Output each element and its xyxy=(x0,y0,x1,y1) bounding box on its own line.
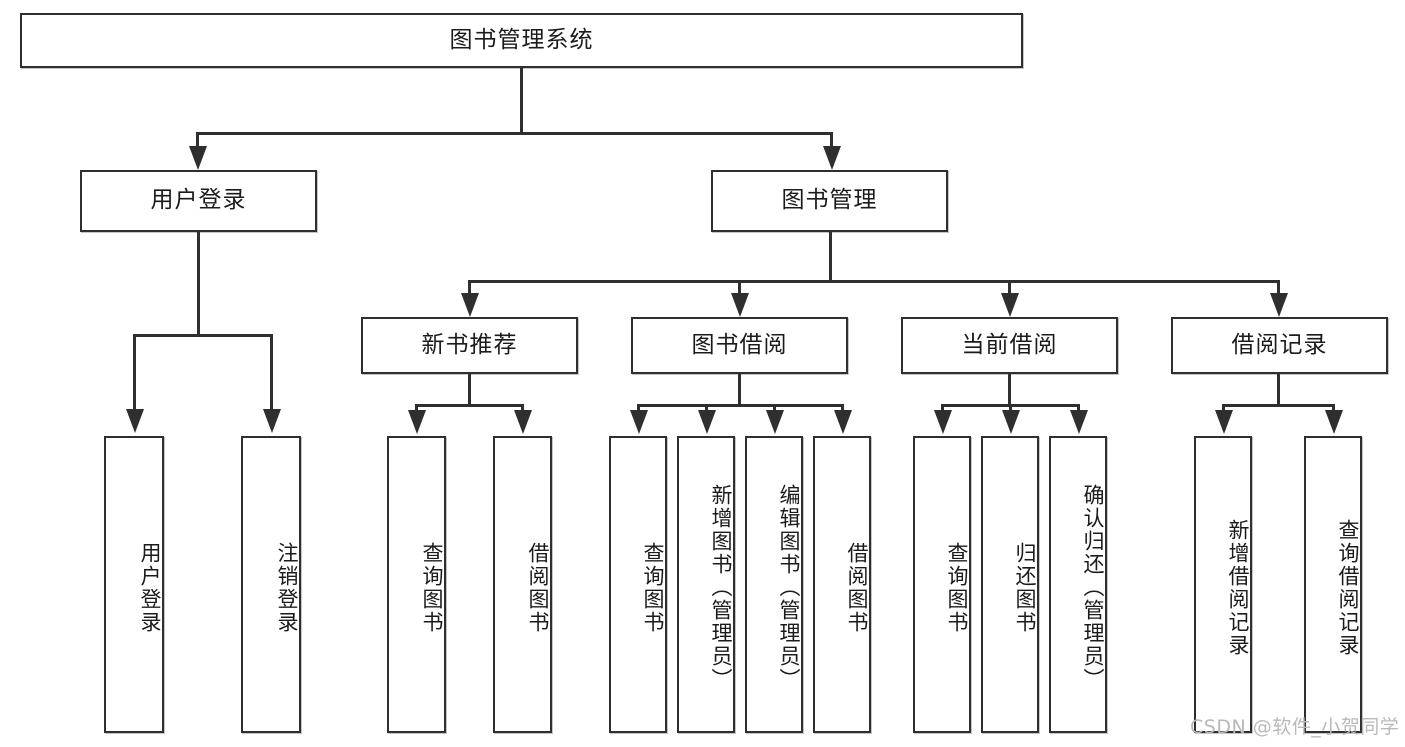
node-user-login[interactable]: 用户登录 xyxy=(80,170,317,232)
connector-level2-drop-current-borrow xyxy=(1008,280,1011,298)
node-leaf-add-record[interactable]: 新增借阅记录 xyxy=(1194,436,1252,733)
arrow-to-leaf-query-book-3 xyxy=(934,410,952,434)
node-label: 新书推荐 xyxy=(421,331,518,358)
node-leaf-query-book-2[interactable]: 查询图书 xyxy=(609,436,667,733)
arrow-to-leaf-user-logout xyxy=(263,409,281,433)
node-label: 确认归还（管理员） xyxy=(1081,484,1105,691)
arrow-to-leaf-return-book xyxy=(1002,410,1020,434)
arrow-to-leaf-edit-book xyxy=(766,410,784,434)
node-label: 借阅图书 xyxy=(526,541,550,634)
node-label: 用户登录 xyxy=(150,187,247,214)
connector-borrow-record-drop-1 xyxy=(1222,404,1225,414)
node-leaf-user-logout[interactable]: 注销登录 xyxy=(241,436,301,733)
node-label: 编辑图书（管理员） xyxy=(777,484,801,691)
node-leaf-edit-book[interactable]: 编辑图书（管理员） xyxy=(745,436,803,733)
node-label: 借阅记录 xyxy=(1231,331,1328,358)
connector-book-borrow-drop-3 xyxy=(773,404,776,414)
connector-user-login-bus xyxy=(133,334,273,337)
connector-level1-bus xyxy=(196,132,833,135)
connector-level2-drop-book-borrow xyxy=(738,280,741,298)
node-leaf-return-book[interactable]: 归还图书 xyxy=(981,436,1039,733)
node-label: 注销登录 xyxy=(275,541,299,634)
arrow-to-book-borrow xyxy=(731,293,749,317)
connector-current-borrow-drop-2 xyxy=(1009,404,1012,414)
connector-new-book-drop-1 xyxy=(415,404,418,414)
arrow-to-leaf-borrow-book-1 xyxy=(514,410,532,434)
node-label: 查询图书 xyxy=(641,541,665,634)
connector-user-login-drop-1 xyxy=(133,334,136,412)
node-label: 查询图书 xyxy=(945,541,969,634)
connector-current-borrow-drop-3 xyxy=(1077,404,1080,414)
node-leaf-query-book-1[interactable]: 查询图书 xyxy=(387,436,446,733)
connector-book-borrow-drop-1 xyxy=(637,404,640,414)
node-label: 当前借阅 xyxy=(961,331,1058,358)
connector-new-book-stem xyxy=(468,374,471,406)
node-label: 图书管理系统 xyxy=(449,26,594,53)
node-leaf-query-book-3[interactable]: 查询图书 xyxy=(913,436,971,733)
node-label: 新增借阅记录 xyxy=(1226,518,1250,657)
arrow-to-leaf-query-book-1 xyxy=(408,410,426,434)
node-label: 借阅图书 xyxy=(845,541,869,634)
node-book-management[interactable]: 图书管理 xyxy=(711,170,948,232)
node-label: 新增图书（管理员） xyxy=(709,484,733,691)
connector-new-book-bus xyxy=(415,404,523,407)
arrow-to-leaf-confirm-return xyxy=(1070,410,1088,434)
connector-book-borrow-drop-2 xyxy=(705,404,708,414)
arrow-to-leaf-add-book xyxy=(698,410,716,434)
arrow-to-leaf-borrow-book-2 xyxy=(834,410,852,434)
connector-current-borrow-stem xyxy=(1008,374,1011,406)
connector-level2-drop-borrow-record xyxy=(1277,280,1280,298)
arrow-to-book-manage xyxy=(823,146,841,170)
node-label: 用户登录 xyxy=(138,541,162,634)
connector-borrow-record-drop-2 xyxy=(1332,404,1335,414)
node-label: 归还图书 xyxy=(1013,541,1037,634)
arrow-to-leaf-user-login xyxy=(126,409,144,433)
connector-book-borrow-bus xyxy=(637,404,844,407)
connector-current-borrow-drop-1 xyxy=(941,404,944,414)
node-leaf-confirm-return[interactable]: 确认归还（管理员） xyxy=(1049,436,1107,733)
arrow-to-leaf-add-record xyxy=(1215,410,1233,434)
arrow-to-current-borrow xyxy=(1001,293,1019,317)
connector-borrow-record-stem xyxy=(1277,374,1280,406)
connector-root-stem xyxy=(520,68,523,134)
node-leaf-borrow-book-1[interactable]: 借阅图书 xyxy=(493,436,552,733)
connector-level1-drop-user-login xyxy=(196,132,199,150)
connector-user-login-drop-2 xyxy=(270,334,273,412)
node-label: 查询借阅记录 xyxy=(1336,518,1360,657)
node-leaf-borrow-book-2[interactable]: 借阅图书 xyxy=(813,436,871,733)
node-leaf-add-book[interactable]: 新增图书（管理员） xyxy=(677,436,735,733)
arrow-to-user-login xyxy=(189,146,207,170)
node-label: 图书管理 xyxy=(781,187,878,214)
arrow-to-leaf-query-book-2 xyxy=(630,410,648,434)
connector-book-manage-stem xyxy=(829,232,832,282)
arrow-to-leaf-query-record xyxy=(1325,410,1343,434)
node-root-book-management-system[interactable]: 图书管理系统 xyxy=(20,13,1023,68)
connector-book-borrow-drop-4 xyxy=(841,404,844,414)
arrow-to-new-book-recommend xyxy=(461,293,479,317)
node-current-borrow[interactable]: 当前借阅 xyxy=(901,317,1118,374)
node-book-borrow[interactable]: 图书借阅 xyxy=(631,317,848,374)
node-leaf-user-login[interactable]: 用户登录 xyxy=(104,436,164,733)
connector-book-borrow-stem xyxy=(738,374,741,406)
node-leaf-query-record[interactable]: 查询借阅记录 xyxy=(1304,436,1362,733)
connector-user-login-stem xyxy=(197,232,200,336)
node-label: 图书借阅 xyxy=(691,331,788,358)
connector-borrow-record-bus xyxy=(1222,404,1334,407)
node-new-book-recommend[interactable]: 新书推荐 xyxy=(361,317,578,374)
connector-level2-bus xyxy=(468,280,1280,283)
arrow-to-borrow-record xyxy=(1270,293,1288,317)
node-label: 查询图书 xyxy=(420,541,444,634)
connector-level2-drop-new-book xyxy=(468,280,471,298)
node-borrow-record[interactable]: 借阅记录 xyxy=(1171,317,1388,374)
connector-level1-drop-book-manage xyxy=(830,132,833,150)
connector-new-book-drop-2 xyxy=(521,404,524,414)
